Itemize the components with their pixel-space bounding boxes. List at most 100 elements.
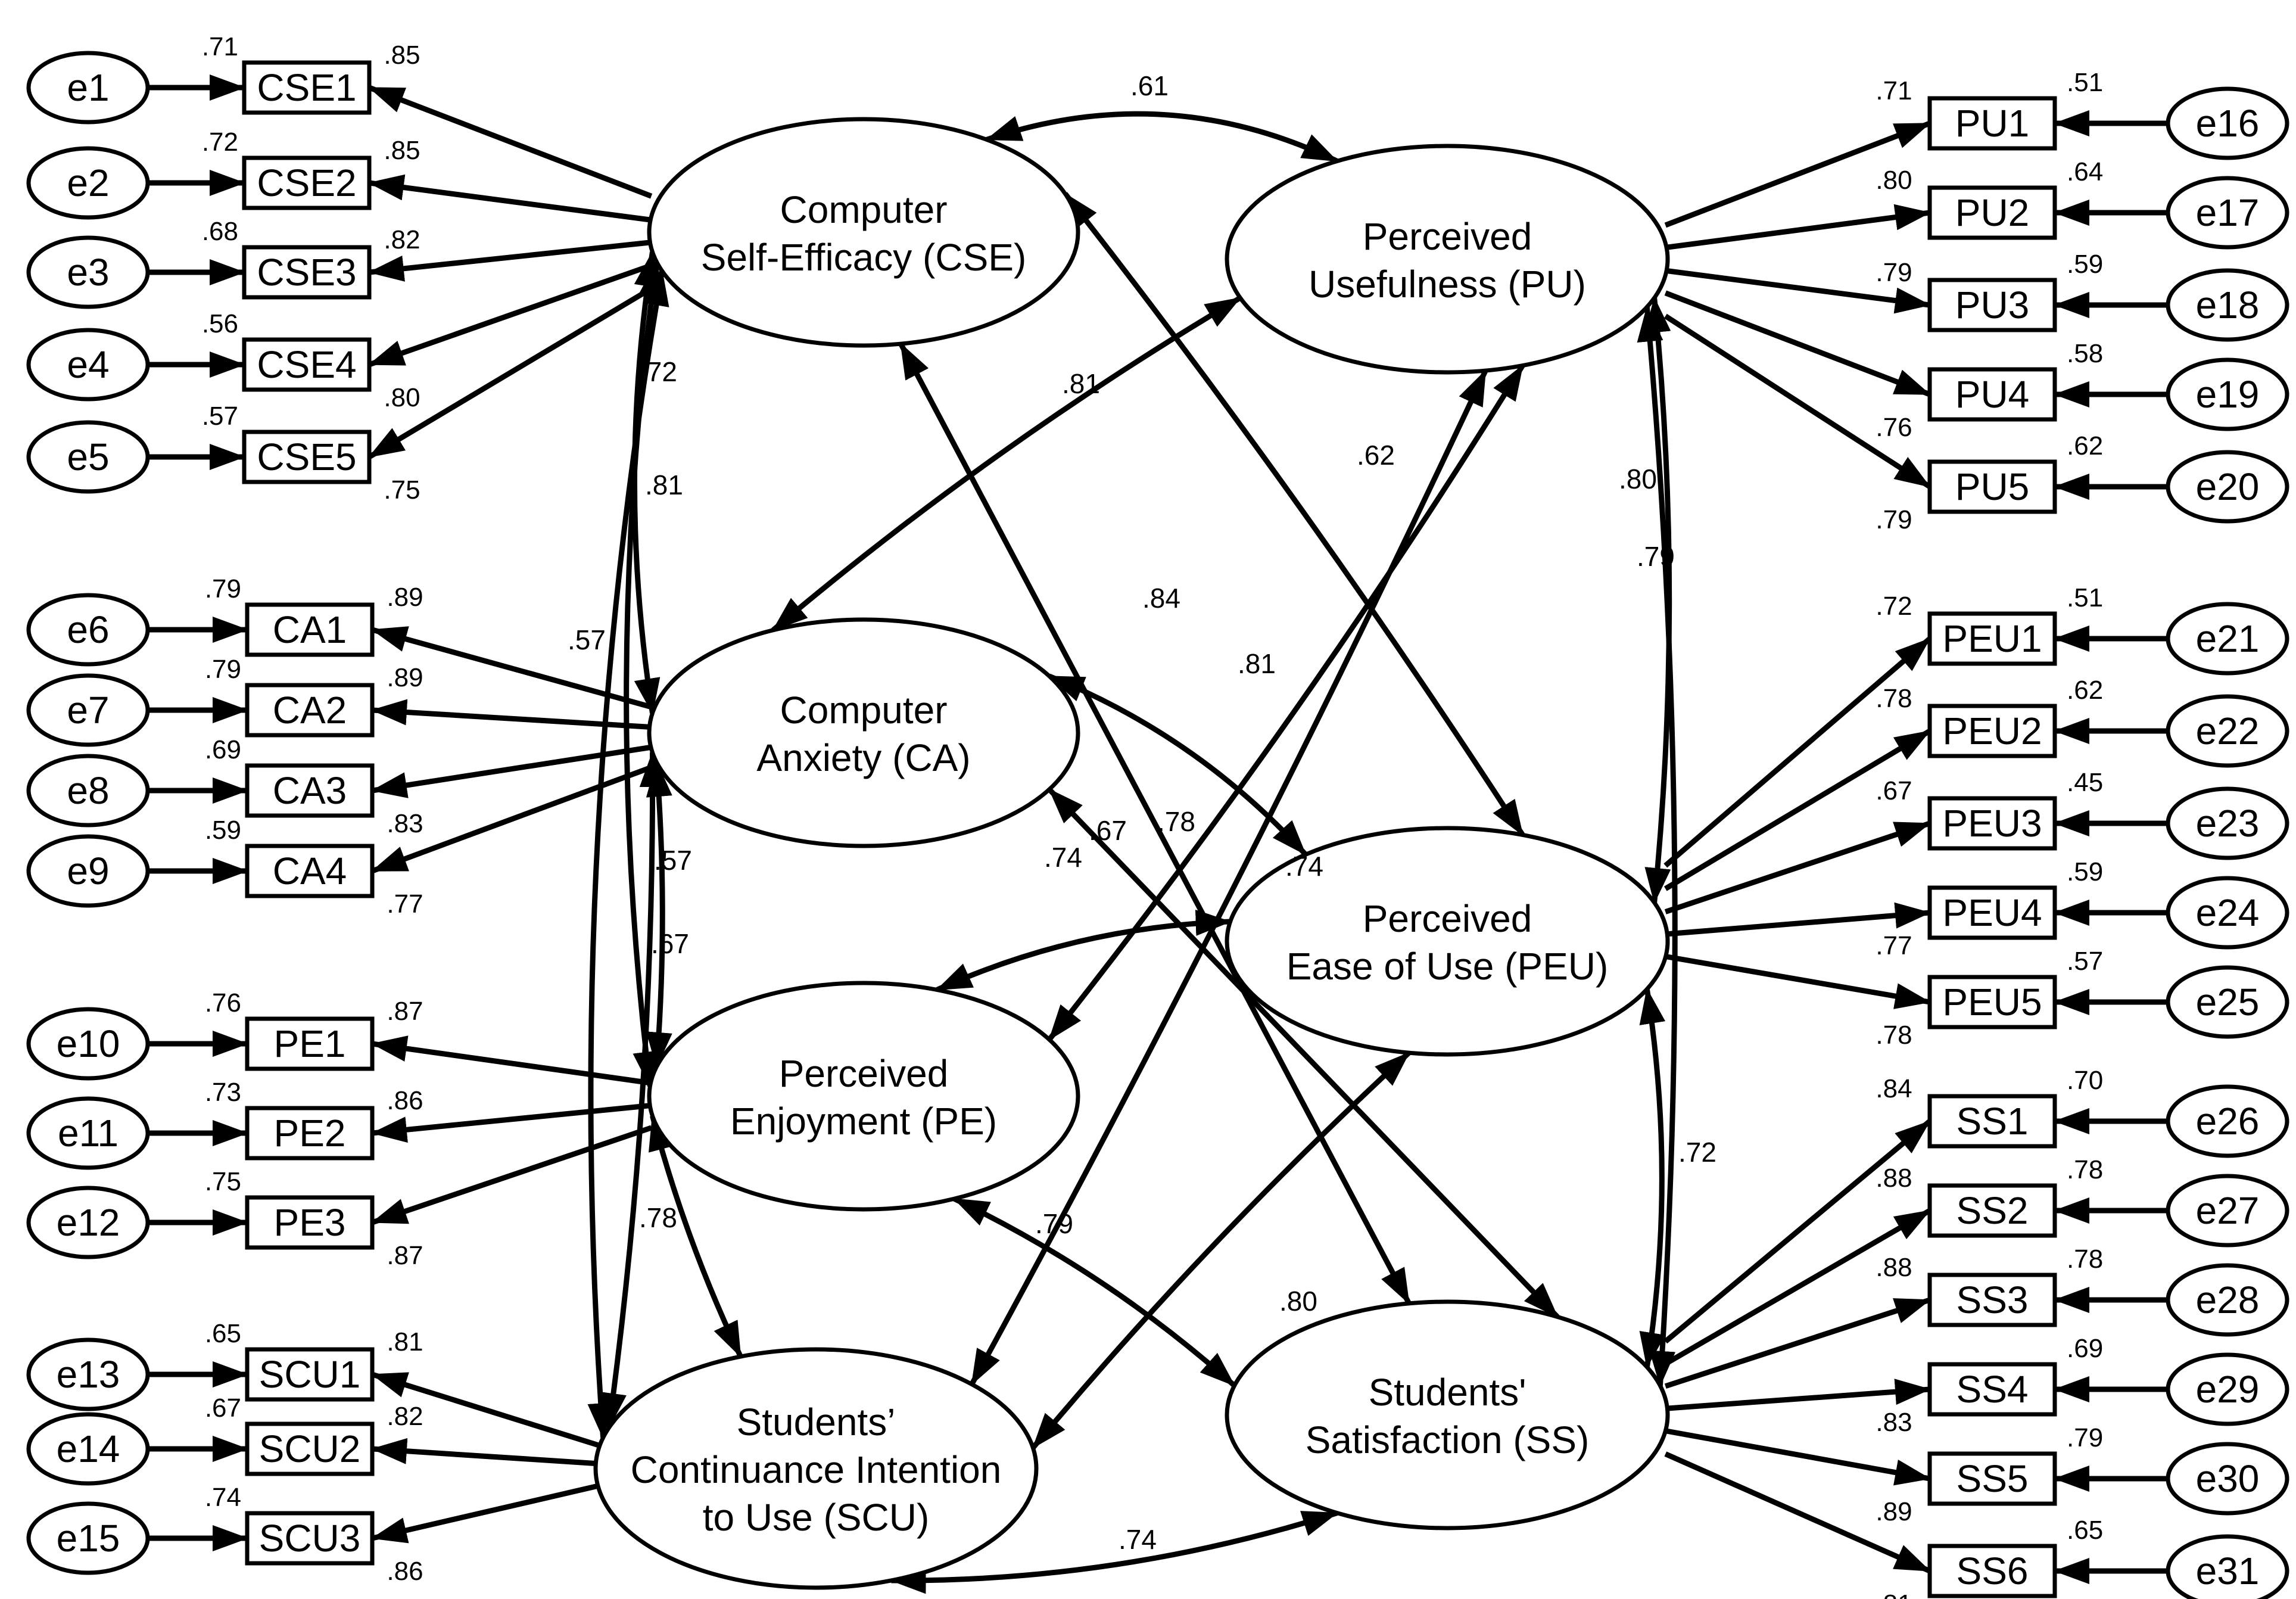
- r2-label-peu3: .45: [2067, 768, 2103, 797]
- error-label-e18: e18: [2196, 284, 2260, 326]
- error-e12: [26, 1186, 150, 1259]
- loading-label-ss2: .88: [1876, 1164, 1912, 1193]
- error-label-e31: e31: [2196, 1550, 2260, 1592]
- error-label-e28: e28: [2196, 1278, 2260, 1321]
- error-label-e1: e1: [67, 66, 109, 109]
- indicator-pe3: [245, 1195, 375, 1250]
- latent-pe: [647, 981, 1080, 1212]
- r2-label-pu4: .58: [2067, 339, 2103, 368]
- loading-path-scu1: [371, 1371, 599, 1448]
- loading-path-peu4: [1665, 902, 1931, 937]
- latent-label-pe-1: Enjoyment (PE): [730, 1100, 997, 1143]
- indicator-pu1: [1927, 96, 2057, 151]
- error-e21: [2166, 602, 2289, 676]
- r2-label-scu1: .65: [205, 1319, 241, 1348]
- loading-label-pe3: .87: [387, 1241, 423, 1270]
- r2-label-peu4: .59: [2067, 857, 2103, 886]
- r2-label-ss6: .65: [2067, 1516, 2103, 1545]
- indicator-label-cse4: CSE4: [257, 343, 356, 386]
- indicator-cse3: [242, 245, 372, 300]
- error-label-e23: e23: [2196, 802, 2260, 845]
- indicator-label-ca2: CA2: [273, 689, 347, 732]
- error-e27: [2166, 1174, 2289, 1248]
- latent-cse: [647, 117, 1080, 348]
- indicator-label-ca4: CA4: [273, 850, 347, 892]
- error-e16: [2166, 86, 2289, 160]
- indicator-ss5: [1927, 1451, 2057, 1506]
- r2-label-pe1: .76: [205, 988, 241, 1018]
- loading-label-ss3: .88: [1876, 1253, 1912, 1282]
- indicator-label-pe1: PE1: [274, 1022, 346, 1065]
- indicator-label-pu2: PU2: [1955, 191, 2030, 234]
- indicator-label-cse2: CSE2: [257, 161, 356, 204]
- indicator-label-scu2: SCU2: [259, 1427, 361, 1470]
- latent-label-cse-1: Self-Efficacy (CSE): [701, 236, 1027, 279]
- covariance-cse-pu: [985, 111, 1338, 164]
- path-layer: [148, 74, 2168, 1594]
- loading-label-pe1: .87: [387, 997, 423, 1026]
- indicator-ca2: [245, 683, 375, 738]
- latent-label-scu-0: Students’: [737, 1401, 896, 1444]
- r2-label-cse1: .71: [202, 32, 238, 61]
- error-label-e26: e26: [2196, 1100, 2260, 1143]
- covariance-ca-scu: [600, 751, 666, 1429]
- loading-label-peu2: .78: [1876, 684, 1912, 713]
- error-e22: [2166, 694, 2289, 768]
- r2-label-ca2: .79: [205, 655, 241, 684]
- covariance-label-ca-peu: .84: [1142, 583, 1180, 614]
- covariance-peu-scu: [1030, 1050, 1411, 1450]
- indicator-cse4: [242, 337, 372, 392]
- loading-path-scu2: [371, 1438, 598, 1467]
- latent-label-cse-0: Computer: [780, 188, 948, 231]
- loading-label-peu5: .78: [1876, 1021, 1912, 1050]
- loading-path-peu5: [1665, 954, 1931, 1009]
- loading-path-pu2: [1665, 204, 1931, 250]
- error-e31: [2166, 1534, 2289, 1599]
- error-e18: [2166, 268, 2289, 342]
- r2-label-scu3: .74: [205, 1483, 241, 1512]
- covariance-label-cse-ca: .81: [645, 469, 683, 500]
- r2-label-peu5: .57: [2067, 947, 2103, 976]
- indicator-label-pu1: PU1: [1955, 102, 2030, 145]
- indicator-label-ss4: SS4: [1957, 1368, 2029, 1411]
- loading-path-ss1: [1663, 1119, 1931, 1344]
- error-e23: [2166, 786, 2289, 860]
- r2-label-cse5: .57: [202, 402, 238, 431]
- error-label-e6: e6: [67, 608, 109, 651]
- loading-label-pu1: .71: [1876, 76, 1912, 105]
- covariance-pe-peu: [936, 909, 1232, 993]
- covariance-label-pu-ss: .79: [1637, 541, 1675, 572]
- loading-path-peu3: [1664, 820, 1931, 914]
- indicator-peu1: [1927, 611, 2057, 666]
- error-e6: [26, 593, 150, 667]
- latent-label-scu-2: to Use (SCU): [703, 1496, 930, 1539]
- loading-label-scu3: .86: [387, 1557, 423, 1586]
- latent-label-ca-1: Anxiety (CA): [756, 736, 970, 779]
- indicator-cse1: [242, 60, 372, 115]
- r2-label-cse2: .72: [202, 127, 238, 157]
- loading-label-scu1: .81: [387, 1327, 423, 1357]
- error-e1: [26, 51, 150, 125]
- indicator-label-pu4: PU4: [1955, 373, 2030, 416]
- indicator-label-pu5: PU5: [1955, 465, 2030, 508]
- error-e17: [2166, 176, 2289, 250]
- latent-label-pe-0: Perceived: [779, 1052, 949, 1095]
- loading-label-cse1: .85: [384, 41, 420, 70]
- indicator-scu3: [245, 1511, 375, 1566]
- r2-label-pu3: .59: [2067, 250, 2103, 279]
- loading-path-pe1: [371, 1035, 652, 1086]
- error-e24: [2166, 876, 2289, 950]
- indicator-label-ss3: SS3: [1957, 1278, 2029, 1321]
- error-e15: [26, 1501, 150, 1575]
- loading-label-cse5: .75: [384, 475, 420, 505]
- error-label-e10: e10: [57, 1022, 120, 1065]
- error-label-e16: e16: [2196, 102, 2260, 145]
- loading-label-cse3: .82: [384, 225, 420, 254]
- indicator-pu2: [1927, 185, 2057, 240]
- indicator-label-ss5: SS5: [1957, 1457, 2029, 1500]
- covariance-label-ca-ss: .74: [1044, 842, 1082, 873]
- indicator-label-peu5: PEU5: [1942, 981, 2042, 1024]
- covariance-label-ca-pe: .57: [654, 845, 692, 876]
- indicator-label-pe2: PE2: [274, 1112, 346, 1155]
